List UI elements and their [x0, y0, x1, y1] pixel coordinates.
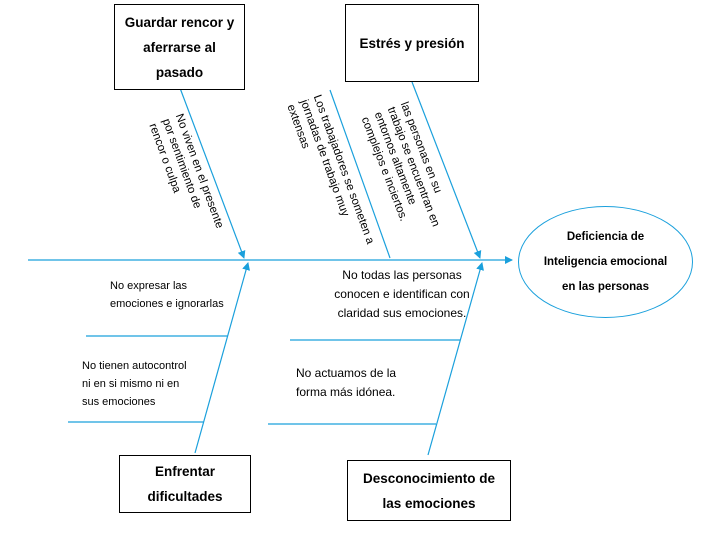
branch-desconocimiento — [427, 262, 484, 456]
branch-enfrentar — [194, 262, 250, 454]
subcause-descon-2: No actuamos de la forma más idónea. — [296, 364, 426, 402]
sub-line-estres — [329, 89, 391, 259]
subcause-enfrentar-2-line-2: ni en si mismo ni en — [82, 378, 180, 390]
cause-box-rencor: Guardar rencor y aferrarse al pasado — [114, 4, 245, 90]
cause-enfrentar-line-1: Enfrentar — [154, 464, 215, 479]
cause-rencor-line-1: Guardar rencor y — [124, 14, 235, 30]
subcause-descon-1: No todas las personas conocen e identifi… — [322, 266, 482, 323]
cause-estres-label: Estrés y presión — [359, 35, 465, 51]
subcause-enfrentar-1-line-2: emociones e ignorarlas — [110, 298, 224, 310]
subcause-descon-2-line-1: No actuamos de la — [296, 366, 397, 380]
effect-ellipse: Deficiencia de Inteligencia emocional en… — [518, 206, 693, 318]
subcause-descon-2-line-2: forma más idónea. — [296, 385, 396, 399]
subcause-enfrentar-1: No expresar las emociones e ignorarlas — [110, 277, 250, 313]
branch-rencor — [179, 87, 246, 259]
cause-enfrentar-line-2: dificultades — [147, 489, 223, 504]
cause-rencor-line-2: aferrarse al — [143, 39, 216, 55]
cause-box-desconocimiento: Desconocimiento de las emociones — [347, 460, 511, 521]
cause-descon-line-2: las emociones — [382, 495, 476, 511]
cause-box-estres: Estrés y presión — [345, 4, 479, 82]
subcause-descon-1-line-1: No todas las personas — [342, 268, 462, 282]
branch-estres — [411, 81, 482, 259]
cause-rencor-line-3: pasado — [155, 64, 204, 80]
effect-line-2: Inteligencia emocional — [543, 255, 668, 268]
effect-line-3: en las personas — [562, 280, 649, 293]
subcause-enfrentar-2-line-1: No tienen autocontrol — [82, 360, 187, 372]
effect-line-1: Deficiencia de — [566, 230, 645, 243]
subcause-enfrentar-2: No tienen autocontrol ni en si mismo ni … — [82, 357, 222, 411]
subcause-descon-1-line-3: claridad sus emociones. — [337, 306, 467, 320]
subcause-descon-1-line-2: conocen e identifican con — [334, 287, 470, 301]
cause-box-enfrentar: Enfrentar dificultades — [119, 455, 251, 513]
subcause-enfrentar-2-line-3: sus emociones — [82, 396, 156, 408]
subcause-enfrentar-1-line-1: No expresar las — [110, 280, 188, 292]
cause-descon-line-1: Desconocimiento de — [362, 470, 496, 486]
